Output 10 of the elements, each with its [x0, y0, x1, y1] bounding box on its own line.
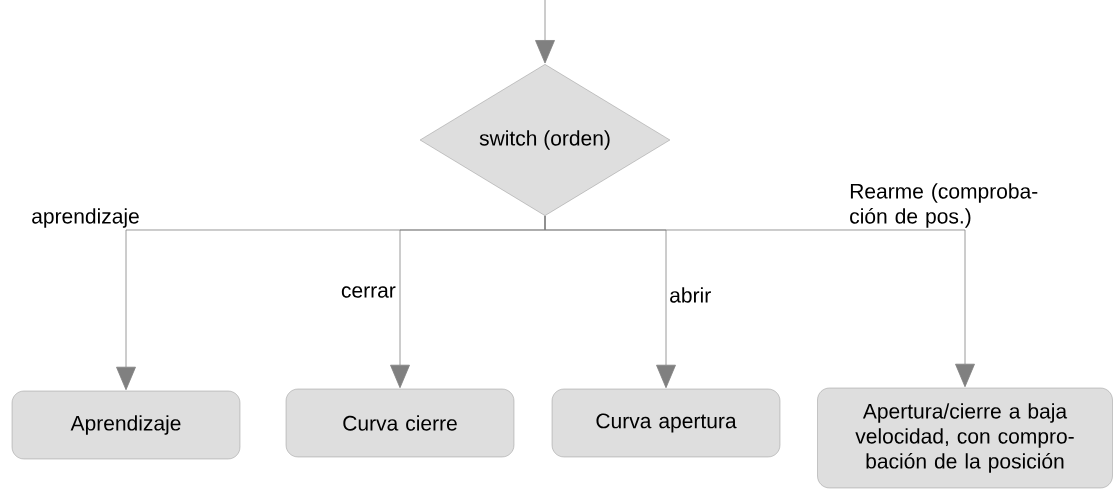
- edge-label: cerrar: [341, 286, 396, 298]
- edge-label: abrir: [670, 287, 711, 303]
- arrow: [544, 215, 975, 388]
- process-box: Apertura/cierre a baja velocidad, con compro- bación de la posición: [817, 387, 1113, 489]
- edge-label: Rearme (comproba- ción de pos.): [850, 183, 1038, 228]
- arrow: [535, 0, 555, 64]
- process-box: Aprendizaje: [11, 390, 241, 460]
- process-box: Curva apertura: [551, 388, 781, 458]
- edge-label: aprendizaje: [32, 208, 139, 228]
- process-box: Curva cierre: [285, 388, 515, 458]
